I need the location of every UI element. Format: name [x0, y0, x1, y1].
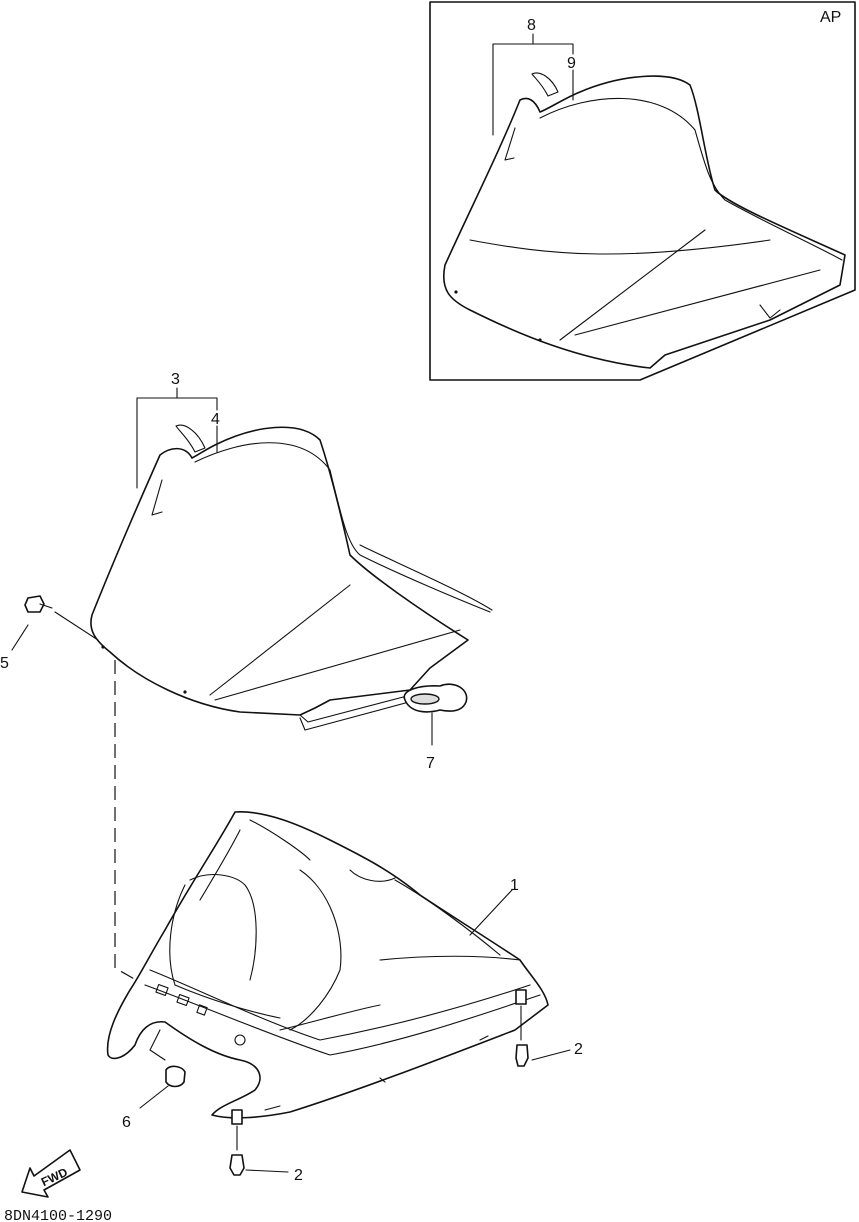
callout-8: 8 [527, 17, 536, 34]
callout-2a: 2 [574, 1041, 583, 1058]
callout-1: 1 [469, 877, 519, 936]
callout-3: 3 [171, 371, 180, 388]
callout-2b: 2 [294, 1167, 303, 1184]
callout-1-label: 1 [510, 877, 519, 894]
grommet-7: 7 [403, 683, 468, 772]
callout-7: 7 [426, 755, 435, 772]
drawing-code: 8DN4100-1290 [4, 1208, 112, 1222]
windshield-alternate [443, 72, 846, 369]
callout-group-8-9: 8 9 [492, 17, 576, 136]
windshield [90, 424, 493, 731]
fwd-arrow-icon: FWD [21, 1149, 81, 1198]
upper-cowling [106, 811, 549, 1119]
callout-5: 5 [0, 655, 9, 672]
option-label: AP [820, 9, 841, 26]
callout-group-3-4: 3 4 [136, 371, 220, 489]
callout-4: 4 [211, 411, 220, 428]
callout-6: 6 [122, 1114, 131, 1131]
screw-5: 5 [0, 595, 99, 672]
bolt-2-bottom: 2 [229, 1109, 303, 1184]
option-box: AP [429, 1, 856, 381]
bolt-2-right: 2 [515, 989, 583, 1067]
assembly-line [114, 660, 146, 986]
callout-9: 9 [567, 55, 576, 72]
grommet-6: 6 [122, 1065, 186, 1131]
